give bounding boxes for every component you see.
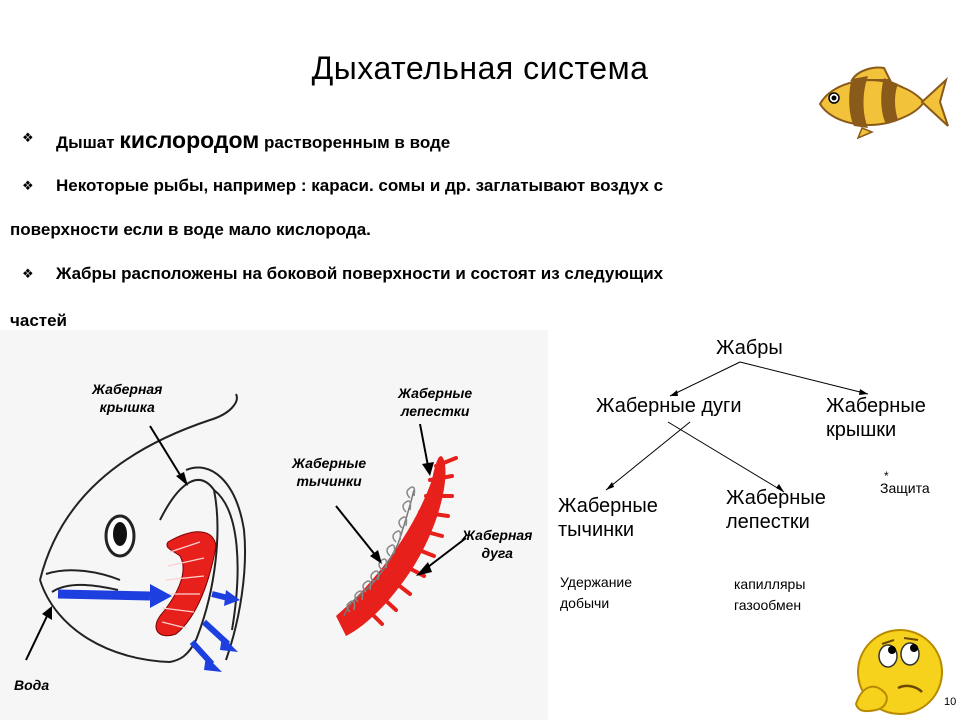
tree-node-rakers-line2: тычинки: [558, 519, 635, 541]
bullet-1-text: Дышат: [56, 133, 120, 152]
label-gill-rakers-line1: Жаберные: [292, 455, 367, 471]
label-gill-cover-line1: Жаберная: [92, 381, 163, 397]
bullet-1-emphasis: кислородом: [119, 127, 260, 153]
tree-node-covers: Жаберные крышки: [826, 394, 926, 442]
bullet-2-line-1: Некоторые рыбы, например : караси. сомы …: [56, 176, 664, 195]
tree-node-filaments: Жаберные лепестки: [726, 486, 826, 534]
label-gill-rakers-line2: тычинки: [296, 473, 362, 489]
tree-note-filaments: капилляры газообмен: [734, 574, 805, 616]
label-gill-arch-line2: дуга: [481, 545, 513, 561]
tree-node-rakers-line1: Жаберные: [558, 495, 658, 517]
bullet-3-line-2: частей: [10, 311, 68, 330]
label-gill-rakers: Жаберные тычинки: [292, 454, 366, 490]
tree-note-filaments-line2: газообмен: [734, 597, 802, 613]
tree-note-filaments-line1: капилляры: [734, 576, 806, 592]
tree-note-rakers-line1: Удержание: [560, 574, 633, 590]
tree-root: Жабры: [716, 337, 783, 359]
label-gill-filaments: Жаберные лепестки: [398, 384, 472, 420]
label-gill-arch-line1: Жаберная: [462, 527, 533, 543]
label-gill-cover-line2: крышка: [99, 399, 155, 415]
tree-note-covers: * Защита: [880, 469, 930, 496]
fish-icon: [818, 66, 949, 140]
bullet-3-line-1: Жабры расположены на боковой поверхности…: [56, 264, 664, 283]
label-gill-filaments-line1: Жаберные: [398, 385, 473, 401]
tree-note-covers-text: Защита: [880, 480, 930, 496]
label-water: Вода: [14, 677, 50, 693]
tree-node-covers-line1: Жаберные: [826, 395, 926, 417]
tree-node-rakers: Жаберные тычинки: [558, 494, 658, 542]
label-gill-arch: Жаберная дуга: [462, 526, 532, 562]
bullet-2-line-2: поверхности если в воде мало кислорода.: [10, 220, 371, 239]
page-number: 10: [944, 696, 957, 708]
bullet-marker: ❖: [22, 178, 34, 193]
tree-node-arches: Жаберные дуги: [596, 395, 742, 417]
tree-connectors: [605, 361, 869, 493]
tree-node-filaments-line1: Жаберные: [726, 487, 826, 509]
bullet-marker: ❖: [22, 130, 34, 145]
tree-node-filaments-line2: лепестки: [726, 511, 810, 533]
bullet-marker: ❖: [22, 266, 34, 281]
bullet-1-text-end: растворенным в воде: [259, 133, 451, 152]
label-gill-cover: Жаберная крышка: [92, 380, 162, 416]
label-gill-filaments-line2: лепестки: [400, 403, 470, 419]
tree-note-rakers: Удержание добычи: [560, 572, 632, 614]
tree-node-covers-line2: крышки: [826, 419, 897, 441]
gill-illustration-panel: [0, 330, 548, 720]
thinking-smiley-icon: [854, 629, 943, 715]
page-title: Дыхательная система: [311, 50, 649, 86]
bullet-1: Дышат кислородом растворенным в воде: [56, 123, 450, 160]
fish-head-drawing: [25, 393, 467, 672]
tree-note-rakers-line2: добычи: [560, 595, 610, 611]
